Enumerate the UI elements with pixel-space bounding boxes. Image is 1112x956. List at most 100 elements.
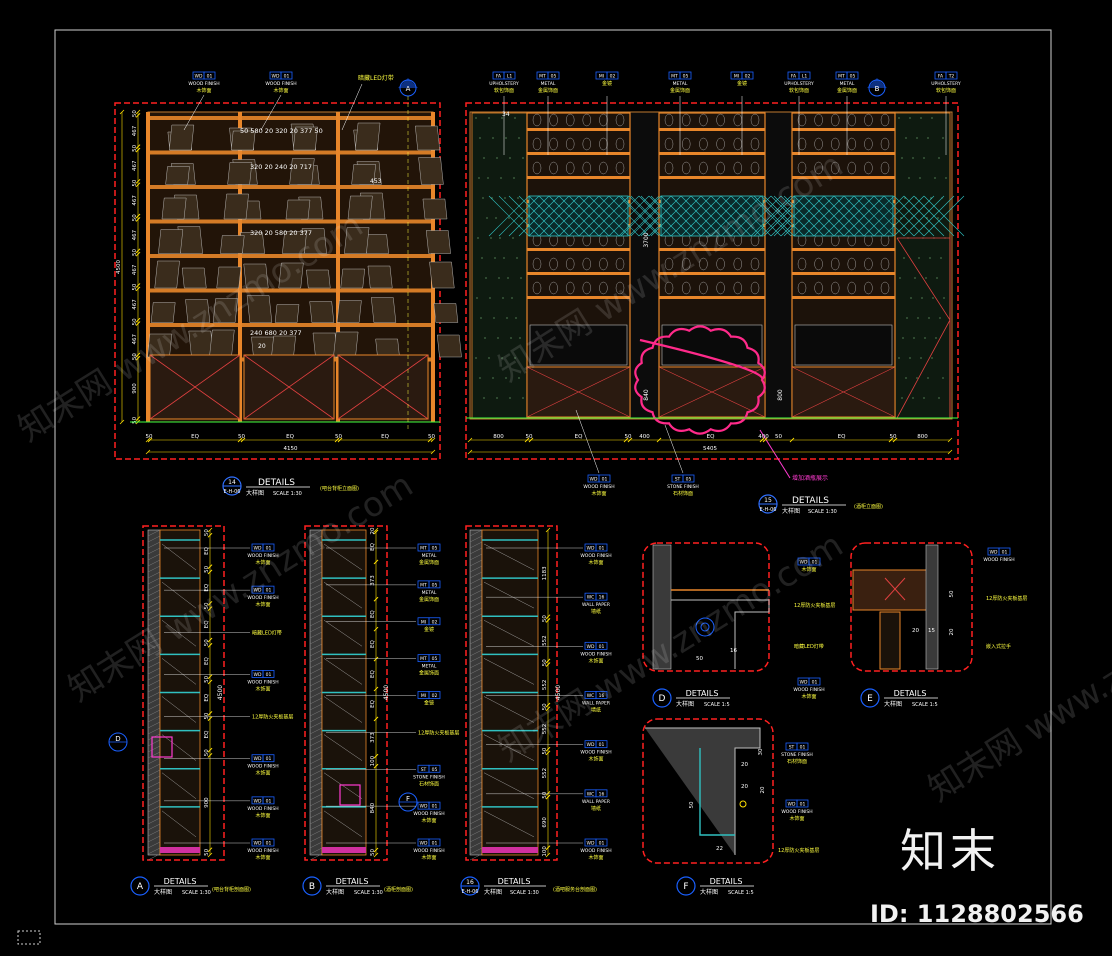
hatch-line	[469, 787, 483, 795]
dim-label: 50	[542, 703, 548, 710]
wine-bottle	[532, 257, 542, 271]
wine-shelf	[792, 176, 895, 179]
tag-num-box	[808, 557, 821, 566]
wine-shelf	[527, 176, 630, 179]
upholstery-dot	[476, 297, 478, 299]
hatch-line	[469, 607, 483, 615]
hatch-line	[309, 679, 323, 687]
upholstery-dot	[475, 357, 477, 359]
hatch-line	[147, 715, 161, 723]
detail-e-note: 嵌入式拉手	[986, 643, 1011, 650]
lattice-diag	[853, 195, 895, 237]
hatch-line	[309, 559, 323, 567]
upholstery-dot	[482, 197, 484, 199]
tag-en: METAL	[840, 81, 855, 87]
label-cn: 大样图	[484, 888, 502, 896]
wine-bottle	[831, 113, 840, 127]
dim-label: 20	[370, 527, 376, 534]
elevation-a-lower-doors	[149, 354, 429, 420]
wine-bottle	[532, 161, 542, 175]
detail-f-dim: 30	[758, 748, 764, 755]
dim-label: EQ	[370, 699, 376, 707]
upholstery-dot	[488, 117, 490, 119]
upholstery-dot	[912, 157, 914, 159]
wine-bottle	[750, 113, 760, 127]
tag-num-box	[503, 71, 516, 80]
tag-cn: 墙纸	[591, 805, 601, 812]
dim-label: 50	[775, 434, 782, 440]
upholstery-dot	[496, 157, 498, 159]
hatch-line	[309, 787, 323, 795]
wine-bottle	[566, 137, 575, 151]
tag-code: WD	[788, 802, 796, 808]
drawer-diamond	[791, 366, 896, 418]
lattice-diag	[690, 195, 732, 237]
dim-tick	[207, 532, 213, 538]
upholstery-dot	[927, 377, 929, 379]
wine-bottle	[615, 281, 625, 295]
hatch-line	[469, 835, 483, 843]
wine-bottle	[549, 113, 558, 127]
upholstery-dot	[901, 397, 903, 399]
upholstery-dot	[923, 397, 925, 399]
hatch-line	[147, 553, 161, 561]
elevation-a-label-title: DETAILS	[258, 478, 295, 488]
leader-line	[183, 94, 205, 131]
led-strip-note: 暗藏LED灯带	[358, 74, 394, 82]
dim-label: 50	[428, 434, 435, 440]
dim-tick	[207, 852, 213, 858]
hatch-line	[147, 835, 161, 843]
hatch-line	[309, 709, 323, 717]
tag-num-box	[428, 617, 441, 626]
lattice-diag	[488, 195, 530, 237]
upholstery-panel-right	[894, 112, 951, 419]
tag-num-box	[796, 742, 809, 751]
wine-shelf	[792, 128, 895, 131]
wine-bottle	[797, 257, 807, 271]
tag-num-box	[598, 474, 611, 483]
wine-bottle	[864, 161, 873, 175]
lattice-diag	[730, 195, 772, 237]
detail-e-dim: 20	[949, 628, 955, 635]
tag-num-box	[741, 71, 754, 80]
wine-lattice	[660, 195, 764, 237]
tag-cn: 木饰面	[255, 559, 270, 566]
hatch-line	[469, 697, 483, 705]
tag-en: WOOD FINISH	[247, 679, 278, 685]
wine-bottle	[880, 137, 890, 151]
lattice-diag	[720, 195, 762, 237]
wine-bottle	[716, 161, 725, 175]
drawer-diamond	[526, 366, 631, 418]
upholstery-dot	[898, 117, 900, 119]
hatch-line	[309, 625, 323, 633]
upholstery-dot	[917, 317, 919, 319]
tag-num: 01	[599, 546, 605, 552]
shelf-board	[148, 254, 433, 258]
wine-bottle	[814, 257, 823, 271]
wine-bottle	[716, 281, 725, 295]
upholstery-dot	[928, 317, 930, 319]
dim-label: 50	[132, 416, 138, 423]
lattice-diag	[508, 195, 550, 237]
hatch-line	[309, 667, 323, 675]
dim-label: EQ	[370, 640, 376, 648]
dim-label: EQ	[370, 542, 376, 550]
shelf-board	[148, 219, 433, 224]
leader-line	[664, 424, 684, 474]
tag-code: WD	[800, 680, 808, 686]
section-book-slant	[161, 772, 197, 799]
lattice-diag	[660, 195, 702, 237]
dim-label: 50	[204, 675, 210, 682]
tag-en: WOOD FINISH	[247, 553, 278, 559]
dim-label: 50	[204, 565, 210, 572]
wine-bottle	[699, 137, 708, 151]
tag-code: WD	[254, 588, 262, 594]
wine-bottle	[682, 113, 691, 127]
upholstery-dot	[937, 217, 939, 219]
hatch-line	[469, 715, 483, 723]
